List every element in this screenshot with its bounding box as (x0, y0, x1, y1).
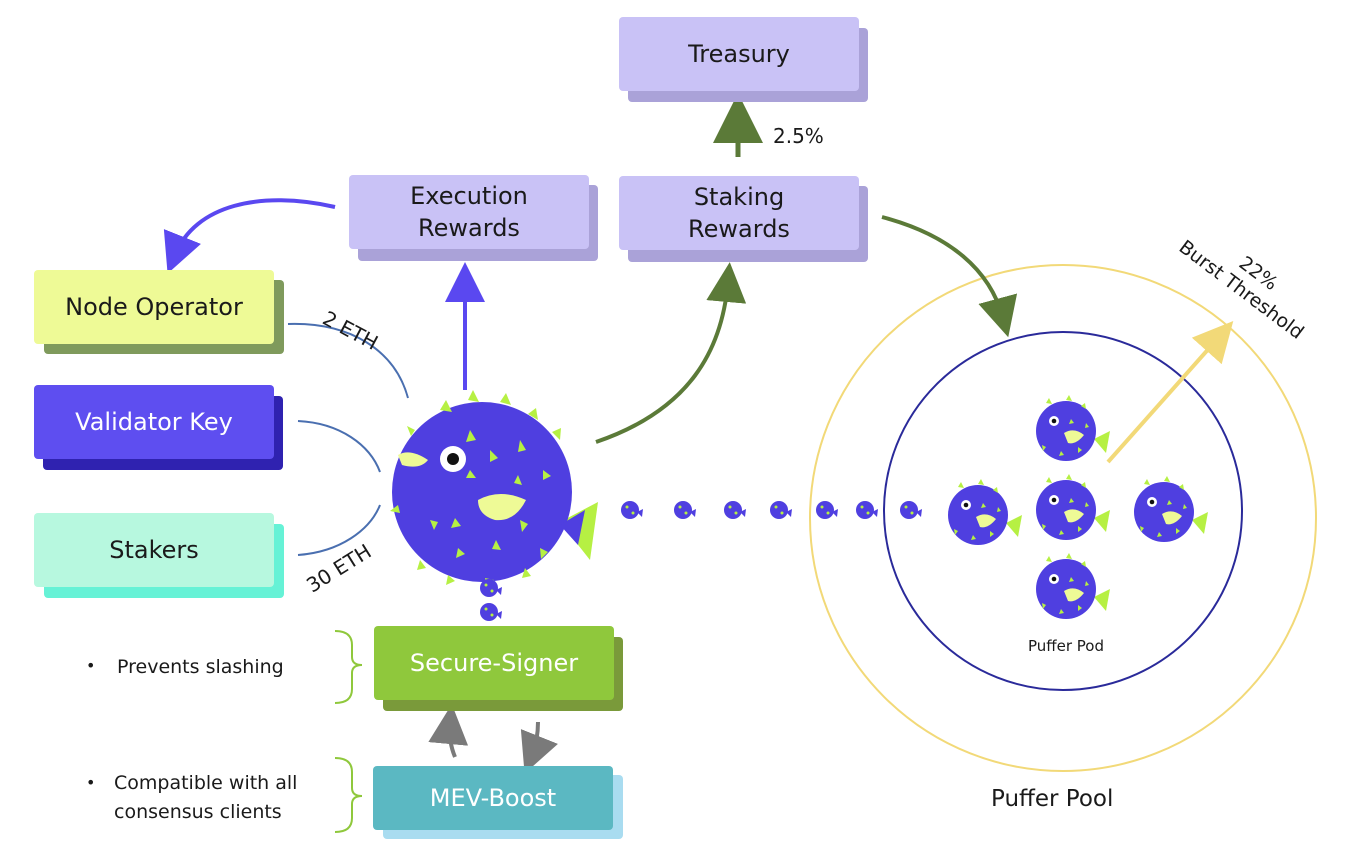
puffer-to-staking-arrow (595, 262, 747, 444)
treasury-percent-label: 2.5% (773, 124, 824, 148)
staking-rewards-label: Staking Rewards (688, 183, 790, 243)
mev-note-line1: Compatible with all (114, 772, 298, 794)
execution-rewards-box: Execution Rewards (349, 175, 589, 249)
signer-note: Prevents slashing (117, 656, 284, 678)
mev-note-bracket (334, 757, 363, 833)
mev-note-bullet: • (86, 773, 96, 792)
burst-threshold-arrow (1106, 321, 1234, 464)
node-operator-line (287, 322, 409, 399)
stakers-line (297, 504, 381, 556)
node-operator-box: Node Operator (34, 270, 274, 344)
puffer-pod-label: Puffer Pod (1028, 637, 1104, 655)
execution-to-node-arrow (163, 198, 336, 274)
validator-key-label: Validator Key (75, 408, 233, 436)
stakers-box: Stakers (34, 513, 274, 587)
mev-boost-label: MEV-Boost (429, 784, 557, 812)
puffer-pool-label: Puffer Pool (991, 786, 1114, 812)
puffer-fish-main (390, 390, 598, 588)
stakers-label: Stakers (109, 536, 199, 564)
small-puffer-dots (484, 505, 914, 617)
validator-key-line (297, 420, 381, 473)
pod-puffer-center (1036, 474, 1110, 540)
execution-rewards-label: Execution Rewards (410, 182, 528, 242)
pod-puffer-bottom (1036, 553, 1110, 619)
pod-puffers (948, 395, 1208, 619)
mev-note-line2: consensus clients (114, 801, 282, 823)
validator-key-box: Validator Key (34, 385, 274, 459)
pod-puffer-right (1134, 476, 1208, 542)
signer-note-bullet: • (86, 656, 96, 675)
secure-signer-label: Secure-Signer (409, 649, 579, 677)
staking-to-pool-arrow (881, 215, 1018, 338)
staking-rewards-box: Staking Rewards (619, 176, 859, 250)
mev-to-signer-arrow (428, 704, 469, 758)
small-puffer-trail (480, 501, 922, 621)
signer-to-mev-arrow (520, 721, 558, 774)
node-operator-label: Node Operator (65, 293, 243, 321)
treasury-label: Treasury (688, 40, 790, 68)
pod-puffer-left (948, 479, 1022, 545)
puffer-pool-circle (809, 264, 1317, 772)
puffer-pod-circle (883, 331, 1243, 691)
mev-boost-box: MEV-Boost (373, 766, 613, 830)
treasury-box: Treasury (619, 17, 859, 91)
signer-note-bracket (334, 630, 363, 704)
secure-signer-box: Secure-Signer (374, 626, 614, 700)
pod-puffer-top (1036, 395, 1110, 461)
